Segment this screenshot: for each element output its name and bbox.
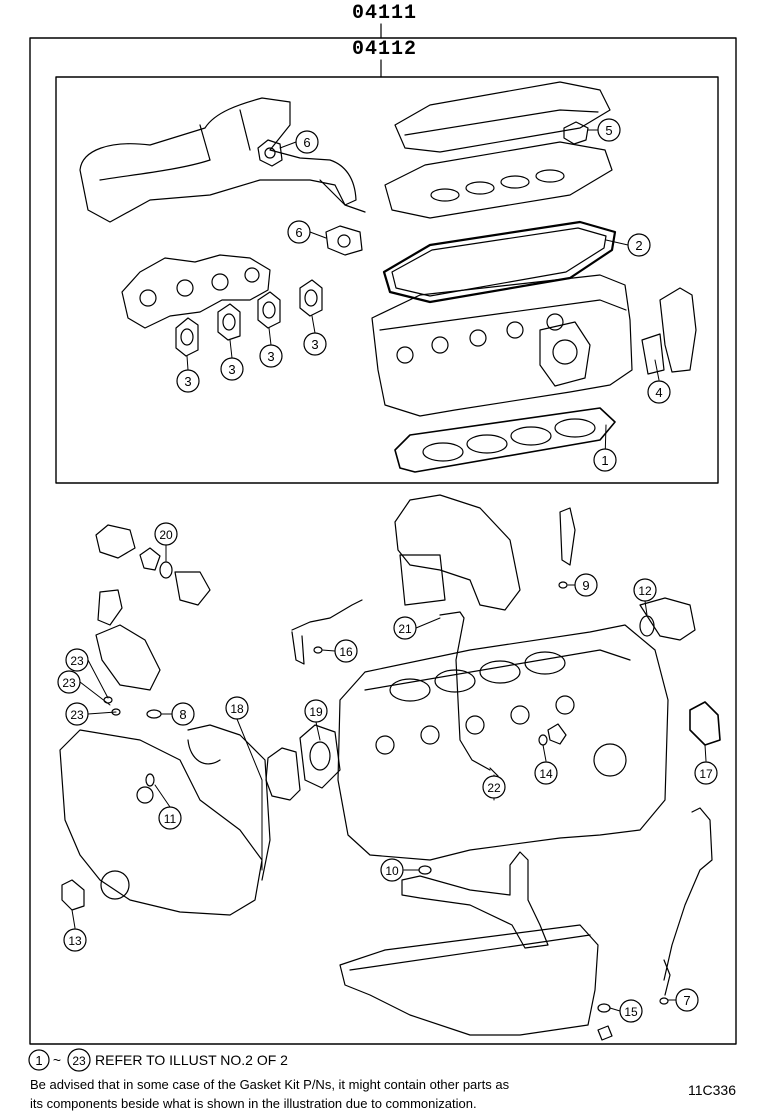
note-range-separator: ~ xyxy=(53,1052,61,1068)
callout-15: 15 xyxy=(619,999,643,1023)
callout-23: 23 xyxy=(65,648,89,672)
svg-text:9: 9 xyxy=(582,578,589,593)
note-range-end-bubble: 23 xyxy=(67,1048,91,1072)
callout-3: 3 xyxy=(259,344,283,368)
outer-part-number: 04111 xyxy=(352,2,418,25)
callout-6: 6 xyxy=(295,130,319,154)
cylinder-head-gasket-drawing xyxy=(394,407,616,473)
svg-text:4: 4 xyxy=(655,385,662,400)
svg-text:23: 23 xyxy=(72,1054,86,1068)
callout-17: 17 xyxy=(694,761,718,785)
svg-text:23: 23 xyxy=(70,708,84,722)
oil-dipstick-drawing xyxy=(663,807,713,996)
svg-text:3: 3 xyxy=(311,337,318,352)
cylinder-head-cover-drawing xyxy=(384,81,613,219)
inner-part-number: 04112 xyxy=(352,38,418,61)
svg-text:23: 23 xyxy=(62,676,76,690)
svg-text:17: 17 xyxy=(699,767,713,781)
svg-text:3: 3 xyxy=(267,349,274,364)
callout-23: 23 xyxy=(57,670,81,694)
turbo-and-bracket-drawing xyxy=(394,494,521,611)
callout-21: 21 xyxy=(393,616,417,640)
svg-text:3: 3 xyxy=(228,362,235,377)
timing-cover-drawing xyxy=(59,724,271,916)
callout-10: 10 xyxy=(380,858,404,882)
svg-text:19: 19 xyxy=(309,705,323,719)
callout-3: 3 xyxy=(176,369,200,393)
svg-text:20: 20 xyxy=(159,528,173,542)
callout-1: 1 xyxy=(593,448,617,472)
callout-12: 12 xyxy=(633,578,657,602)
svg-text:21: 21 xyxy=(398,622,412,636)
svg-text:16: 16 xyxy=(339,645,353,659)
svg-text:7: 7 xyxy=(683,993,690,1008)
svg-text:1: 1 xyxy=(601,453,608,468)
exhaust-pipe-drawing xyxy=(79,97,366,223)
figure-id: 11C336 xyxy=(688,1082,737,1098)
svg-text:6: 6 xyxy=(295,225,302,240)
callout-2: 2 xyxy=(627,233,651,257)
callout-14: 14 xyxy=(534,761,558,785)
note-reference-text: REFER TO ILLUST NO.2 OF 2 xyxy=(95,1052,288,1068)
note-range-start-bubble: 1 xyxy=(28,1049,50,1071)
svg-text:8: 8 xyxy=(179,707,186,722)
callout-11: 11 xyxy=(158,806,182,830)
water-inlet-drawing xyxy=(95,524,211,691)
disclaimer-line-2: its components beside what is shown in t… xyxy=(30,1096,477,1111)
svg-text:6: 6 xyxy=(303,135,310,150)
svg-text:13: 13 xyxy=(68,934,82,948)
svg-text:3: 3 xyxy=(184,374,191,389)
outer-frame xyxy=(29,37,737,1045)
callout-23: 23 xyxy=(65,702,89,726)
oil-strainer-and-pan-drawing xyxy=(339,851,599,1036)
callout-22: 22 xyxy=(482,775,506,799)
disclaimer-line-1: Be advised that in some case of the Gask… xyxy=(30,1077,510,1092)
svg-text:11: 11 xyxy=(164,812,177,826)
svg-text:10: 10 xyxy=(385,864,399,878)
svg-text:15: 15 xyxy=(624,1005,638,1019)
callout-16: 16 xyxy=(334,639,358,663)
water-pump-drawing xyxy=(265,724,341,801)
water-outlet-drawing xyxy=(641,287,697,375)
callout-3: 3 xyxy=(303,332,327,356)
callout-18: 18 xyxy=(225,696,249,720)
head-cover-gasket-drawing xyxy=(382,220,617,304)
callout-20: 20 xyxy=(154,522,178,546)
callout-6: 6 xyxy=(287,220,311,244)
manifold-gasket-drawing xyxy=(175,121,589,357)
svg-text:5: 5 xyxy=(605,123,612,138)
callout-9: 9 xyxy=(574,573,598,597)
callout-7: 7 xyxy=(675,988,699,1012)
callout-8: 8 xyxy=(171,702,195,726)
engine-block-drawing xyxy=(337,624,669,861)
svg-text:14: 14 xyxy=(539,767,553,781)
cylinder-head-drawing xyxy=(371,274,633,417)
svg-text:1: 1 xyxy=(35,1053,42,1068)
callout-4: 4 xyxy=(647,380,671,404)
callout-13: 13 xyxy=(63,928,87,952)
o-ring-drawings xyxy=(103,561,669,1013)
inner-frame xyxy=(55,76,719,484)
exhaust-manifold-drawing xyxy=(121,254,271,329)
misc-small-parts-drawing xyxy=(61,507,721,1041)
svg-text:23: 23 xyxy=(70,654,84,668)
svg-text:2: 2 xyxy=(635,238,642,253)
callout-3: 3 xyxy=(220,357,244,381)
svg-text:18: 18 xyxy=(230,702,244,716)
svg-text:12: 12 xyxy=(638,584,652,598)
callout-19: 19 xyxy=(304,699,328,723)
svg-text:22: 22 xyxy=(487,781,501,795)
callout-5: 5 xyxy=(597,118,621,142)
disclaimer: Be advised that in some case of the Gask… xyxy=(30,1075,630,1113)
